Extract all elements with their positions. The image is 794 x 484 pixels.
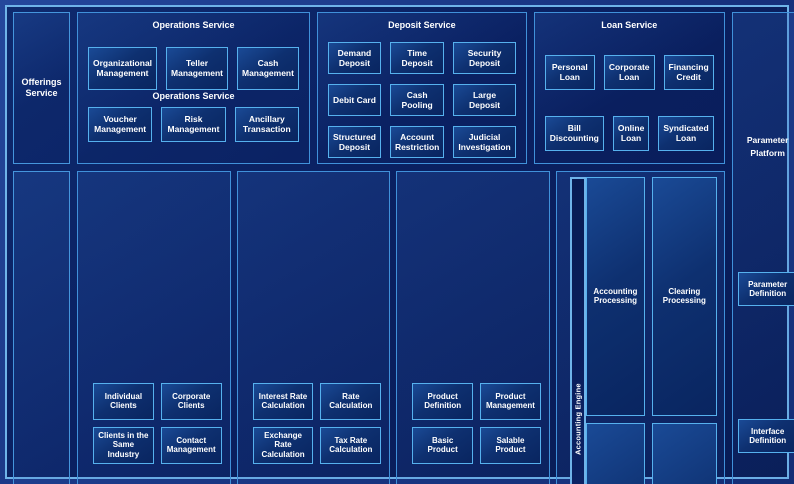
loan-row-1: Personal Loan Corporate Loan Financing C…: [535, 54, 724, 90]
box-account-restriction: Account Restriction: [389, 125, 445, 158]
product-center-grid: Product Definition Product Management Ba…: [412, 382, 541, 464]
box-corporate-loan: Corporate Loan: [603, 54, 655, 90]
deposit-service-title: Deposit Service: [388, 20, 456, 30]
box-cash-pooling: Cash Pooling: [389, 83, 445, 116]
deposit-service-panel: Deposit Service Demand Deposit Time Depo…: [316, 12, 527, 164]
accounting-center-label: Accounting Center: [557, 172, 570, 484]
box-interface-definition: Interface Definition: [737, 419, 794, 454]
pricing-center-grid: Individual Clients Corporate Clients Cli…: [93, 382, 222, 464]
accounting-engine-label: Accounting Engine: [569, 177, 586, 484]
parameter-platform-title: Parameter Platform: [746, 134, 789, 158]
box-corporate-clients: Corporate Clients: [160, 382, 222, 420]
box-interest-rate-calculation: Interest Rate Calculation: [252, 382, 314, 420]
accounting-engine-grid: Accounting Processing Clearing Processin…: [585, 177, 717, 484]
box-financing-credit: Financing Credit: [663, 54, 714, 90]
box-teller-management: Teller Management: [166, 46, 228, 90]
client-center-content: Interest Rate Calculation Rate Calculati…: [252, 172, 390, 484]
box-demand-deposit: Demand Deposit: [327, 41, 381, 74]
box-price-and-tax-separated: Price and Tax Separated: [585, 422, 645, 484]
business-capability-center-label: Business Capability Center: [13, 171, 70, 484]
box-risk-management: Risk Management: [161, 106, 226, 142]
product-center-label: Product Center: [397, 172, 412, 484]
box-basic-product: Basic Product: [412, 426, 474, 464]
offerings-service-label: Offerings Service: [13, 12, 70, 164]
loan-service-panel: Loan Service Personal Loan Corporate Loa…: [533, 12, 725, 164]
operations-row-2: Voucher Management Risk Management Ancil…: [78, 106, 309, 142]
box-voucher-management: Voucher Management: [88, 106, 153, 142]
loan-row-2: Bill Discounting Online Loan Syndicated …: [535, 115, 724, 151]
box-accounting-processing: Accounting Processing: [585, 177, 645, 416]
box-time-deposit: Time Deposit: [389, 41, 445, 74]
box-bill-discounting: Bill Discounting: [544, 115, 604, 151]
accounting-center-panel: Accounting Center Accounting Engine Acco…: [555, 171, 725, 484]
box-organizational-management: Organizational Management: [88, 46, 158, 90]
product-center-content: Product Definition Product Management Ba…: [412, 172, 549, 484]
box-rate-calculation: Rate Calculation: [320, 382, 382, 420]
pricing-center-content: Individual Clients Corporate Clients Cli…: [93, 172, 230, 484]
diagram-canvas: Offerings Service Operations Service Org…: [5, 5, 794, 484]
operations-service-subtitle: Operations Service: [152, 90, 235, 101]
box-product-management: Product Management: [480, 382, 541, 420]
client-center-label: Client Center: [238, 172, 253, 484]
box-large-deposit: Large Deposit: [453, 83, 516, 116]
client-center-grid: Interest Rate Calculation Rate Calculati…: [252, 382, 382, 464]
capability-centers-row: Pricing Center Individual Clients Corpor…: [77, 171, 725, 484]
accounting-engine-section: Accounting Engine Accounting Processing …: [569, 177, 717, 484]
box-product-definition: Product Definition: [412, 382, 474, 420]
box-clients-same-industry: Clients in the Same Industry: [93, 426, 154, 464]
box-online-loan: Online Loan: [612, 115, 650, 151]
loan-service-title: Loan Service: [601, 20, 658, 30]
box-parameter-definition: Parameter Definition: [737, 272, 794, 307]
deposit-grid: Demand Deposit Time Deposit Security Dep…: [318, 41, 526, 158]
box-salable-product: Salable Product: [480, 426, 541, 464]
box-reconciliation-processing: Reconciliation Processing: [651, 422, 717, 484]
pricing-center-label: Pricing Center: [78, 172, 93, 484]
box-cash-management: Cash Management: [237, 46, 299, 90]
box-tax-rate-calculation: Tax Rate Calculation: [320, 426, 382, 464]
parameter-platform-panel: Parameter Platform Parameter Definition …: [731, 12, 794, 484]
operations-service-panel: Operations Service Organizational Manage…: [77, 12, 310, 164]
box-personal-loan: Personal Loan: [544, 54, 595, 90]
box-syndicated-loan: Syndicated Loan: [658, 115, 714, 151]
box-debit-card: Debit Card: [327, 83, 381, 116]
pricing-center-panel: Pricing Center Individual Clients Corpor…: [77, 171, 231, 484]
box-judicial-investigation: Judicial Investigation: [453, 125, 516, 158]
box-security-deposit: Security Deposit: [453, 41, 516, 74]
client-center-panel: Client Center Interest Rate Calculation …: [236, 171, 391, 484]
box-contact-management: Contact Management: [160, 426, 222, 464]
accounting-center-content: Accounting Engine Accounting Processing …: [569, 172, 724, 484]
product-center-panel: Product Center Product Definition Produc…: [396, 171, 550, 484]
box-clearing-processing: Clearing Processing: [651, 177, 717, 416]
operations-row-1: Organizational Management Teller Managem…: [78, 46, 309, 90]
operations-service-title: Operations Service: [152, 20, 235, 30]
box-structured-deposit: Structured Deposit: [327, 125, 381, 158]
box-ancillary-transaction: Ancillary Transaction: [234, 106, 299, 142]
services-row: Operations Service Organizational Manage…: [77, 12, 725, 164]
box-individual-clients: Individual Clients: [93, 382, 154, 420]
box-exchange-rate-calculation: Exchange Rate Calculation: [252, 426, 314, 464]
